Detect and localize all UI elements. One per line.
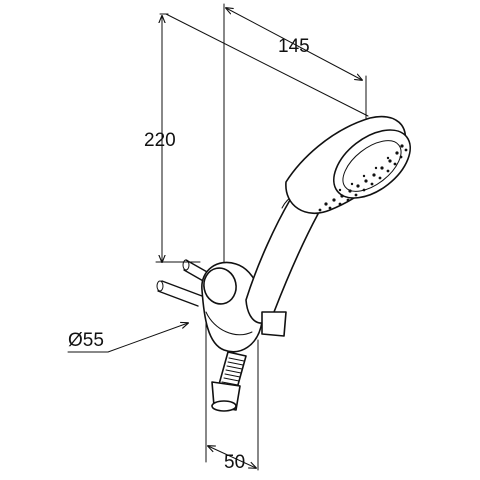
holder-rosette [203, 267, 237, 305]
hose-connector-end [211, 400, 237, 412]
shower-head-face [333, 129, 411, 199]
diameter-leader [107, 323, 188, 353]
shower-handle [245, 199, 319, 324]
depth-dimension-line [226, 8, 362, 80]
spray-nozzles [318, 144, 408, 212]
shower-hose [211, 351, 247, 412]
hand-shower [245, 115, 411, 337]
height-dimension: 220 [144, 13, 201, 262]
lower-wall-pin [156, 280, 203, 307]
height-label: 220 [144, 130, 176, 151]
spray-plate-ring [342, 140, 402, 192]
diameter-dimension: Ø55 [67, 323, 188, 353]
width-label: 50 [224, 452, 245, 473]
depth-dimension: 145 [165, 3, 369, 267]
handle-grip-cone [261, 311, 287, 337]
depth-label: 145 [278, 36, 310, 57]
width-dimension: 50 [205, 299, 259, 473]
width-dimension-line [208, 446, 256, 468]
holder-contour [205, 311, 253, 336]
diameter-label: Ø55 [68, 330, 104, 351]
wall-holder [201, 261, 264, 353]
